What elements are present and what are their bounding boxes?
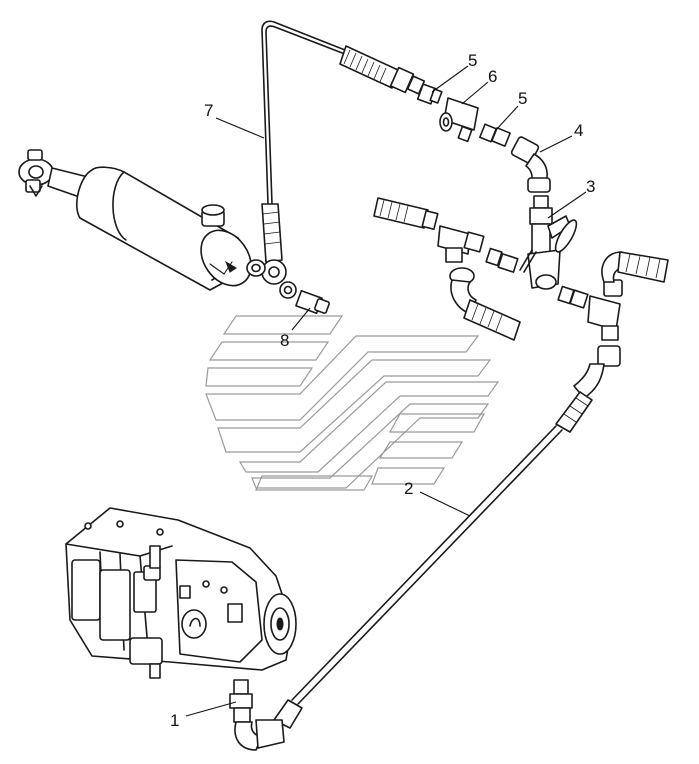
tee-right xyxy=(587,279,623,341)
callout-3: 3 xyxy=(586,177,595,196)
callout-5a: 5 xyxy=(468,51,477,70)
elbow-hose-end-4 xyxy=(510,136,551,193)
hose-right-upper xyxy=(601,251,669,283)
leader-6 xyxy=(461,81,489,105)
adapter-5a xyxy=(416,83,443,105)
leader-2 xyxy=(419,491,471,517)
callout-8: 8 xyxy=(280,331,289,350)
adapter-right xyxy=(557,285,589,309)
callout-numbers: 7 5 6 5 4 3 8 2 1 xyxy=(170,51,595,730)
callout-5b: 5 xyxy=(518,89,527,108)
leader-1 xyxy=(185,701,237,717)
banjo-bolt-8 xyxy=(295,289,330,315)
leader-lines xyxy=(185,65,587,717)
elbow-fitting-1 xyxy=(229,679,285,751)
callout-2: 2 xyxy=(404,479,413,498)
callout-4: 4 xyxy=(574,121,583,140)
leader-3 xyxy=(547,191,587,219)
leader-5a xyxy=(431,65,469,93)
washer-left xyxy=(246,259,266,277)
hose-center-elbow xyxy=(449,267,521,341)
hydraulic-cylinder xyxy=(18,149,252,291)
leader-7 xyxy=(215,117,265,139)
washer-8 xyxy=(279,281,297,299)
callout-1: 1 xyxy=(170,711,179,730)
pipe-7 xyxy=(261,20,351,205)
valve-block-3 xyxy=(527,195,578,290)
leader-5b xyxy=(495,105,519,131)
hydraulic-pump xyxy=(65,507,297,679)
callout-6: 6 xyxy=(488,67,497,86)
braided-hose-top xyxy=(339,45,426,95)
adapter-5b xyxy=(479,123,511,147)
tee-fitting-6 xyxy=(439,97,479,143)
hose-center-left xyxy=(373,197,439,231)
callout-7: 7 xyxy=(204,101,213,120)
leader-4 xyxy=(539,135,573,153)
leader-8 xyxy=(291,307,311,331)
pipe-center-link xyxy=(519,249,537,273)
tee-center xyxy=(437,225,519,273)
watermark-logo xyxy=(205,315,500,491)
pipe-7-end-fitting xyxy=(261,203,287,285)
